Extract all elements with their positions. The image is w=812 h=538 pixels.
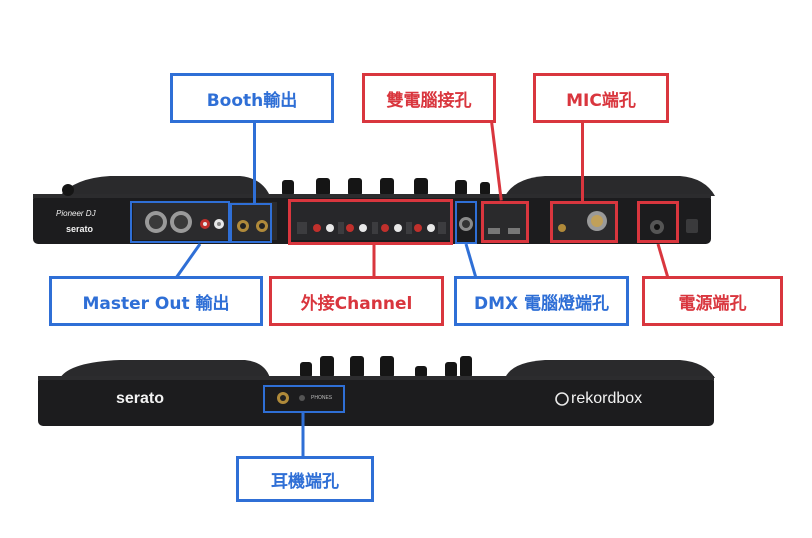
- callout-master-out: Master Out 輸出: [49, 276, 263, 326]
- phones-label: PHONES: [311, 395, 333, 401]
- serato-logo-back: serato: [66, 224, 94, 234]
- callout-booth-output: Booth輸出: [170, 73, 334, 123]
- callout-ext-channel: 外接Channel: [269, 276, 444, 326]
- highlight-master-out: [130, 201, 230, 243]
- front-panel-device: [38, 356, 715, 426]
- callout-dmx-port: DMX 電腦燈端孔: [454, 276, 629, 326]
- highlight-dual-pc: [481, 201, 529, 243]
- pioneer-dj-logo: Pioneer DJ: [56, 209, 96, 218]
- highlight-headphone: [263, 385, 345, 413]
- connector-booth: [253, 121, 256, 203]
- callout-mic-port: MIC端孔: [533, 73, 669, 123]
- highlight-power: [637, 201, 679, 243]
- highlight-booth: [230, 203, 272, 243]
- highlight-ext-channel: [288, 199, 453, 245]
- highlight-dmx: [455, 201, 477, 244]
- rekordbox-logo: rekordbox: [571, 390, 643, 407]
- serato-logo-front: serato: [116, 390, 165, 407]
- callout-power-port: 電源端孔: [642, 276, 783, 326]
- connector-mic: [581, 121, 584, 201]
- callout-headphone-port: 耳機端孔: [236, 456, 374, 502]
- callout-dual-pc-port: 雙電腦接孔: [362, 73, 496, 123]
- back-panel-device: [33, 176, 715, 244]
- highlight-mic: [550, 201, 618, 243]
